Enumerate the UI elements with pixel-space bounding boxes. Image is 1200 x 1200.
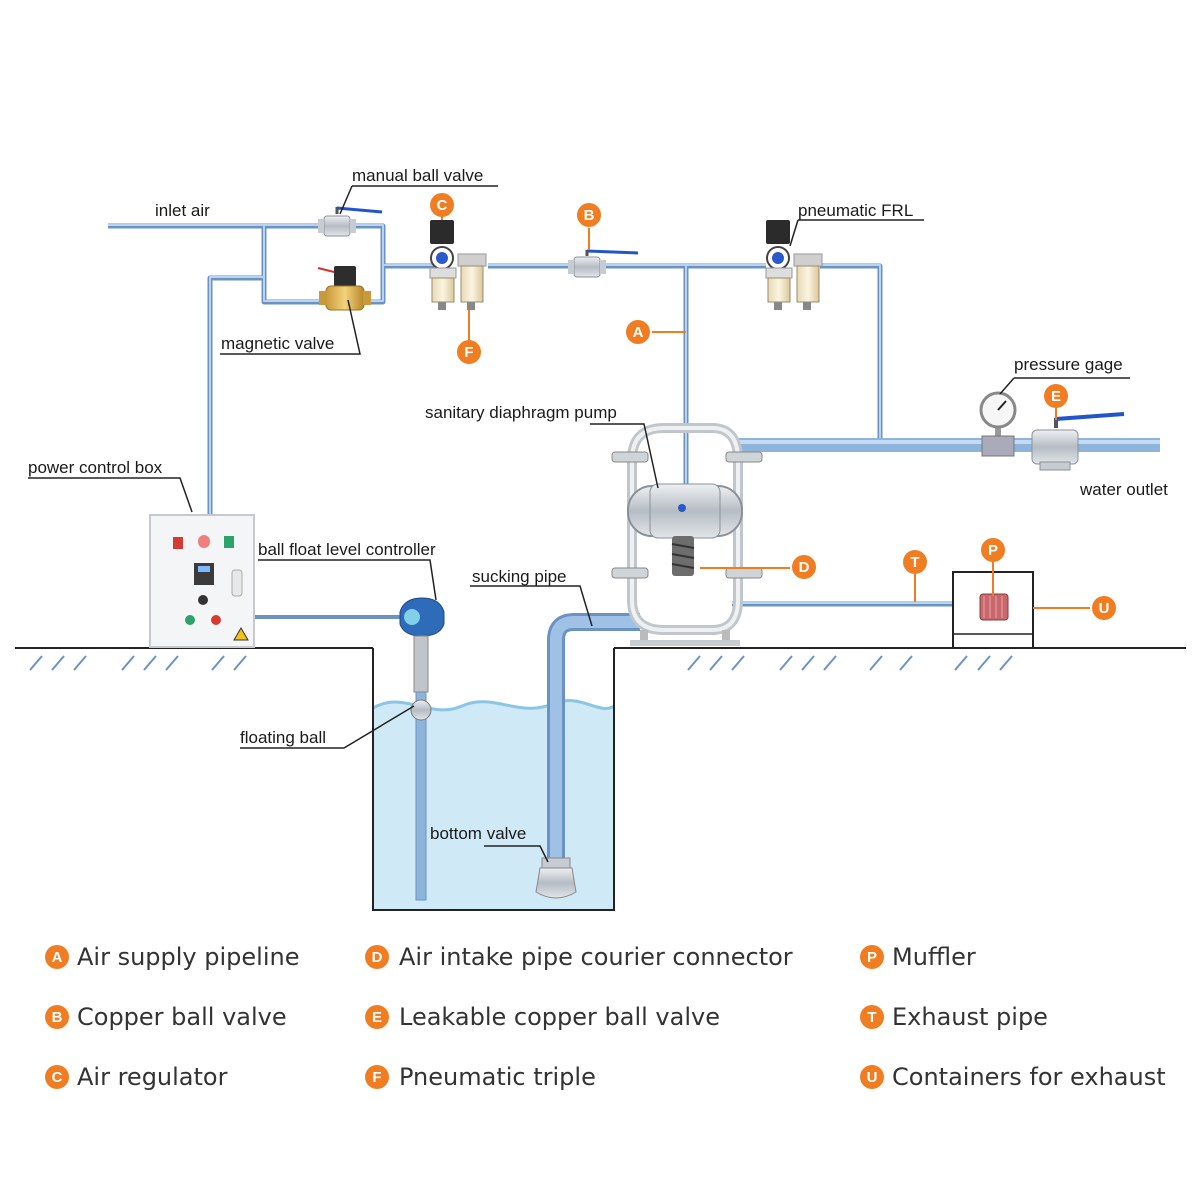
leakable-ball-valve <box>1031 412 1125 471</box>
legend-item-t: T Exhaust pipe <box>860 1003 1048 1031</box>
ground-hatching <box>29 655 1013 671</box>
manual-ball-valve <box>318 206 383 237</box>
label-sanitary-diaphragm-pump: sanitary diaphragm pump <box>425 403 617 422</box>
legend: A Air supply pipeline B Copper ball valv… <box>45 943 1166 1091</box>
legend-item-e: E Leakable copper ball valve <box>365 1003 720 1031</box>
level-controller <box>399 597 445 721</box>
svg-text:A: A <box>633 324 644 341</box>
water-tank <box>372 648 615 911</box>
svg-text:C: C <box>437 197 448 214</box>
svg-text:B: B <box>584 207 595 224</box>
marker-f: F <box>457 340 481 364</box>
marker-t: T <box>903 550 927 574</box>
power-control-box <box>149 514 255 648</box>
svg-text:Air intake pipe courier connec: Air intake pipe courier connector <box>399 943 793 971</box>
label-pneumatic-frl: pneumatic FRL <box>798 201 913 220</box>
svg-text:U: U <box>1099 600 1110 617</box>
legend-item-u: U Containers for exhaust <box>860 1063 1166 1091</box>
svg-text:D: D <box>799 559 810 576</box>
legend-item-b: B Copper ball valve <box>45 1003 287 1031</box>
magnetic-valve <box>317 266 371 311</box>
svg-text:B: B <box>52 1009 63 1026</box>
air-pipeline <box>108 223 883 514</box>
svg-text:C: C <box>52 1069 63 1086</box>
svg-text:A: A <box>52 949 63 966</box>
label-bottom-valve: bottom valve <box>430 824 526 843</box>
svg-text:Copper ball valve: Copper ball valve <box>77 1003 287 1031</box>
label-magnetic-valve: magnetic valve <box>221 334 334 353</box>
label-inlet-air: inlet air <box>155 201 210 220</box>
svg-text:T: T <box>867 1009 876 1026</box>
svg-text:F: F <box>464 344 473 361</box>
svg-text:Air supply pipeline: Air supply pipeline <box>77 943 299 971</box>
label-floating-ball: floating ball <box>240 728 326 747</box>
svg-text:Exhaust pipe: Exhaust pipe <box>892 1003 1048 1031</box>
svg-text:Air regulator: Air regulator <box>77 1063 228 1091</box>
svg-text:Muffler: Muffler <box>892 943 976 971</box>
svg-text:U: U <box>867 1069 878 1086</box>
marker-d: D <box>792 555 816 579</box>
copper-ball-valve <box>568 249 639 278</box>
legend-item-d: D Air intake pipe courier connector <box>365 943 793 971</box>
marker-p: P <box>981 538 1005 562</box>
exhaust-pipe <box>732 601 972 607</box>
svg-text:P: P <box>867 949 877 966</box>
marker-a: A <box>626 320 650 344</box>
svg-text:T: T <box>910 554 919 571</box>
svg-text:E: E <box>1051 388 1061 405</box>
label-pressure-gage: pressure gage <box>1014 355 1123 374</box>
marker-b: B <box>577 203 601 227</box>
label-manual-ball-valve: manual ball valve <box>352 166 483 185</box>
sucking-pipe <box>547 613 640 860</box>
svg-text:Leakable copper ball valve: Leakable copper ball valve <box>399 1003 720 1031</box>
legend-item-a: A Air supply pipeline <box>45 943 299 971</box>
frl-unit-left <box>429 220 487 310</box>
label-power-control-box: power control box <box>28 458 163 477</box>
marker-u: U <box>1092 596 1116 620</box>
label-ball-float-level-controller: ball float level controller <box>258 540 436 559</box>
label-sucking-pipe: sucking pipe <box>472 567 567 586</box>
marker-e: E <box>1044 384 1068 408</box>
svg-text:F: F <box>372 1069 381 1086</box>
marker-connectors <box>441 214 1090 609</box>
leader-lines <box>28 185 1130 863</box>
legend-item-p: P Muffler <box>860 943 976 971</box>
legend-item-f: F Pneumatic triple <box>365 1063 596 1091</box>
label-water-outlet: water outlet <box>1079 480 1168 499</box>
frl-unit-right <box>765 220 823 310</box>
svg-text:E: E <box>372 1009 382 1026</box>
svg-text:Pneumatic triple: Pneumatic triple <box>399 1063 596 1091</box>
legend-item-c: C Air regulator <box>45 1063 228 1091</box>
pressure-gage <box>979 391 1017 457</box>
bottom-valve <box>535 857 577 899</box>
svg-text:Containers for exhaust: Containers for exhaust <box>892 1063 1166 1091</box>
water-outlet-pipe <box>738 438 1160 452</box>
svg-text:P: P <box>988 542 998 559</box>
svg-text:D: D <box>372 949 383 966</box>
marker-c: C <box>430 193 454 217</box>
diaphragm-pump <box>611 423 763 646</box>
